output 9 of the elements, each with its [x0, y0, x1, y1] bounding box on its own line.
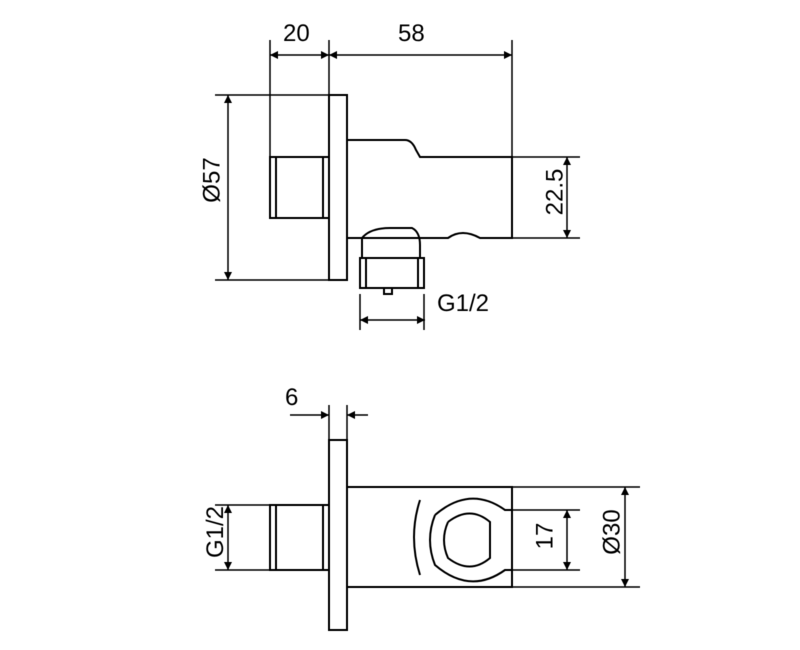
- dimension-label: 6: [285, 386, 298, 410]
- dimension-label: Ø30: [600, 509, 625, 555]
- dimension-label: Ø57: [200, 157, 225, 203]
- dimension-label: 17: [533, 522, 558, 550]
- dimension-label: 58: [398, 22, 425, 46]
- dimension-label: G1/2: [204, 506, 228, 558]
- dimension-label: 22.5: [543, 168, 568, 216]
- dimension-label: G1/2: [437, 292, 490, 316]
- dimension-label: 20: [283, 22, 310, 46]
